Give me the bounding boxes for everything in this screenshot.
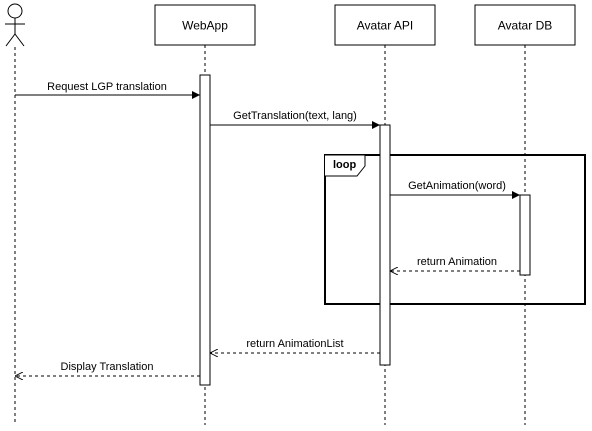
message-request-label: Request LGP translation (47, 81, 167, 93)
loop-fragment: loop (324, 154, 586, 305)
message-return-animation: return Animation (390, 256, 520, 271)
loop-fragment-label: loop (333, 159, 356, 171)
actor-icon (5, 3, 25, 47)
participant-avatar-api: Avatar API (334, 4, 436, 46)
avatar-db-activation (519, 194, 531, 276)
message-return-list-label: return AnimationList (246, 338, 343, 350)
message-get-translation: GetTranslation(text, lang) (210, 110, 380, 129)
participant-avatar-db-label: Avatar DB (498, 19, 552, 33)
message-request: Request LGP translation (15, 81, 200, 99)
webapp-activation (199, 74, 211, 386)
avatar-api-activation (379, 124, 391, 366)
message-display: Display Translation (15, 361, 200, 376)
participant-webapp-label: WebApp (182, 19, 228, 33)
message-display-label: Display Translation (61, 361, 154, 373)
message-get-animation-label: GetAnimation(word) (408, 180, 506, 192)
participant-avatar-db: Avatar DB (474, 4, 576, 46)
message-get-translation-label: GetTranslation(text, lang) (233, 110, 357, 122)
message-get-animation: GetAnimation(word) (390, 180, 520, 199)
participant-avatar-api-label: Avatar API (357, 19, 413, 33)
participant-webapp: WebApp (154, 4, 256, 46)
message-return-list: return AnimationList (210, 338, 380, 353)
message-return-animation-label: return Animation (417, 256, 497, 268)
